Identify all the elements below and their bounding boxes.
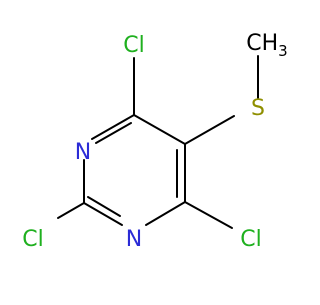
atom-methyl: CH3 (246, 31, 287, 60)
bond-c6-cl (184, 201, 233, 229)
bond-n1-c2 (83, 202, 123, 226)
atom-sulfur: S (251, 96, 265, 121)
bond-c6-n1 (145, 201, 186, 226)
molecule-canvas: Cl N N S Cl Cl CH3 (22, 31, 287, 252)
atom-cl-bottom-left: Cl (22, 227, 43, 252)
bond-n1-c2-inner (87, 196, 121, 217)
methyl-label: CH (246, 31, 278, 56)
atom-cl-bottom-right: Cl (240, 227, 261, 252)
bond-c4-c5 (133, 114, 186, 145)
bond-c2-cl (57, 202, 85, 219)
bond-c4-n3-inner (95, 122, 132, 144)
atom-n-left: N (75, 140, 91, 165)
methyl-subscript: 3 (278, 42, 288, 60)
molecule-structure: Cl N N S Cl Cl CH3 (22, 31, 287, 252)
atom-cl-top: Cl (123, 33, 144, 58)
atom-n-bottom: N (126, 227, 142, 252)
bond-c5-s (184, 115, 235, 145)
bond-c4-n3 (91, 114, 135, 140)
